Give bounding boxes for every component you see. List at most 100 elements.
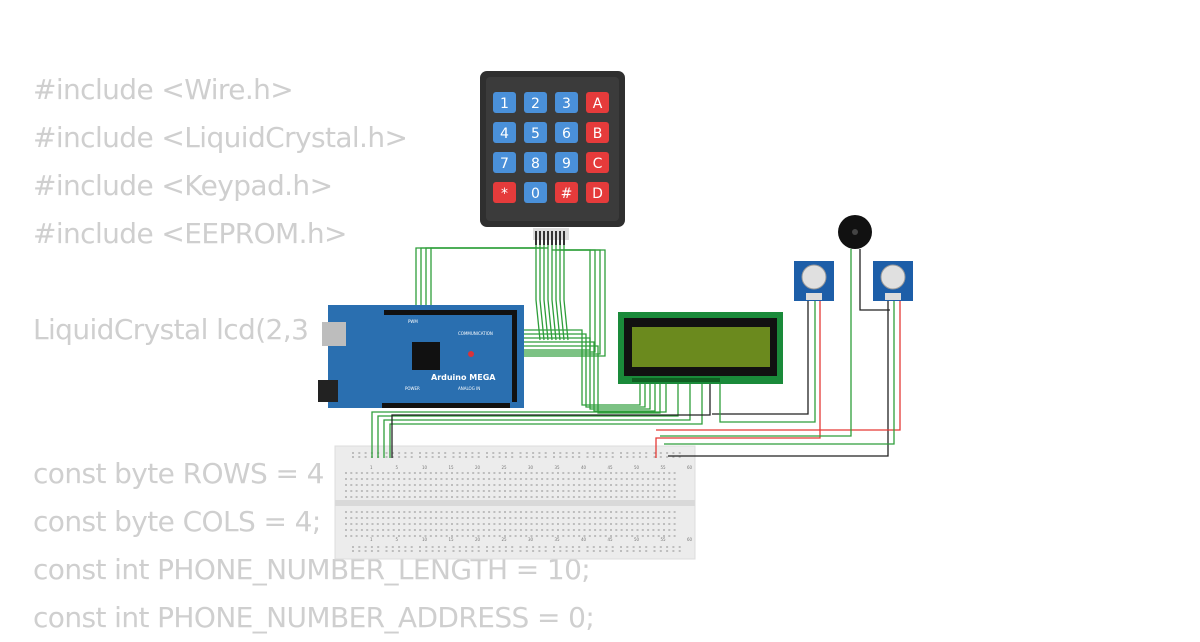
keypad-key[interactable]: 3 [555,92,578,113]
lcd-wire[interactable] [524,345,661,414]
lcd-16x2[interactable] [618,312,783,384]
digital-pin-header-side [512,310,517,402]
column-number: 45 [608,537,614,542]
keypad-key[interactable]: 6 [555,122,578,143]
arduino-mega-board[interactable]: PWM COMMUNICATION POWER ANALOG IN Arduin… [318,305,524,408]
keypad-key[interactable]: 2 [524,92,547,113]
pot-wire[interactable] [719,300,816,423]
keypad-key-label: 0 [531,186,540,202]
lcd-wire[interactable] [383,384,691,458]
potentiometer-2[interactable] [873,261,913,301]
column-number: 10 [422,537,428,542]
keypad-wire[interactable] [415,247,536,305]
keypad-wire[interactable] [551,245,557,341]
column-number: 60 [687,537,693,542]
reset-button[interactable] [468,351,474,357]
keypad-wire[interactable] [563,245,569,341]
keypad-key[interactable]: 4 [493,122,516,143]
code-line: const byte COLS = 4; [33,505,321,538]
digital-pin-header-top [384,310,512,315]
code-line: const byte ROWS = 4 [33,457,324,490]
analog-pin-header [382,403,510,408]
keypad-key-label: A [593,96,603,112]
column-number: 30 [528,537,534,542]
ground-wire[interactable] [668,300,889,457]
analog-in-label: ANALOG IN [458,386,480,391]
keypad-wire[interactable] [524,249,606,357]
keypad-key-label: 7 [500,156,509,172]
column-number: 50 [634,465,640,470]
keypad-key[interactable]: B [586,122,609,143]
code-line: #include <EEPROM.h> [33,217,348,250]
arduino-label: Arduino MEGA [431,373,496,382]
keypad-wire[interactable] [543,245,549,341]
keypad-key[interactable]: 7 [493,152,516,173]
power-wire[interactable] [656,300,901,431]
column-number: 15 [449,465,455,470]
keypad-key[interactable]: * [493,182,516,203]
keypad-wire[interactable] [547,245,553,341]
keypad-key-label: 1 [500,96,509,112]
keypad-key[interactable]: 8 [524,152,547,173]
keypad-key[interactable]: A [586,92,609,113]
keypad-key[interactable]: # [555,182,578,203]
column-number: 60 [687,465,693,470]
lcd-wire[interactable] [389,384,703,458]
lcd-wire[interactable] [524,337,651,410]
keypad-key[interactable]: 9 [555,152,578,173]
code-background: #include <Wire.h>#include <LiquidCrystal… [33,66,595,642]
keypad-wire[interactable] [539,245,545,341]
lcd-screen [632,327,770,367]
lcd-wire[interactable] [524,341,656,412]
column-number: 5 [396,537,399,542]
lcd-pin-row [632,378,720,382]
keypad-wire[interactable] [559,245,565,341]
column-number: 25 [502,465,508,470]
communication-label: COMMUNICATION [458,331,493,336]
keypad-key-label: 4 [500,126,509,142]
column-number: 40 [581,465,587,470]
column-number: 25 [502,537,508,542]
keypad-key-label: 6 [562,126,571,142]
potentiometer-1[interactable] [794,261,834,301]
keypad-key-label: 5 [531,126,540,142]
keypad-wire[interactable] [420,247,540,305]
keypad-key[interactable]: 1 [493,92,516,113]
buzzer-wire[interactable] [660,249,852,437]
code-line: #include <LiquidCrystal.h> [33,121,408,154]
ground-wire[interactable] [712,300,809,415]
ground-wire[interactable] [859,249,890,311]
keypad-wire[interactable] [425,247,544,305]
keypad-key-label: B [593,126,603,142]
keypad-wire[interactable] [555,245,561,341]
keypad-key[interactable]: 5 [524,122,547,143]
pwm-label: PWM [408,319,418,324]
pot-wire[interactable] [664,300,895,445]
buzzer[interactable] [838,215,872,249]
keypad-wire[interactable] [524,249,591,351]
lcd-wire[interactable] [371,384,667,458]
column-number: 50 [634,537,640,542]
lcd-wire[interactable] [524,329,641,406]
keypad-key[interactable]: C [586,152,609,173]
keypad-key[interactable]: 0 [524,182,547,203]
column-number: 5 [396,465,399,470]
keypad-key-label: 3 [562,96,571,112]
lcd-wire[interactable] [377,384,679,458]
column-number: 1 [370,465,373,470]
keypad-key[interactable]: D [586,182,609,203]
column-number: 55 [661,465,667,470]
keypad-wire[interactable] [535,245,541,341]
code-line: LiquidCrystal lcd(2,3 [33,313,309,346]
column-number: 15 [449,537,455,542]
microcontroller-chip [412,342,440,370]
keypad-wire[interactable] [430,247,548,305]
lcd-wire[interactable] [524,333,646,408]
ground-wire[interactable] [391,384,711,458]
keypad-key-label: C [593,156,603,172]
power-wire[interactable] [655,300,821,458]
